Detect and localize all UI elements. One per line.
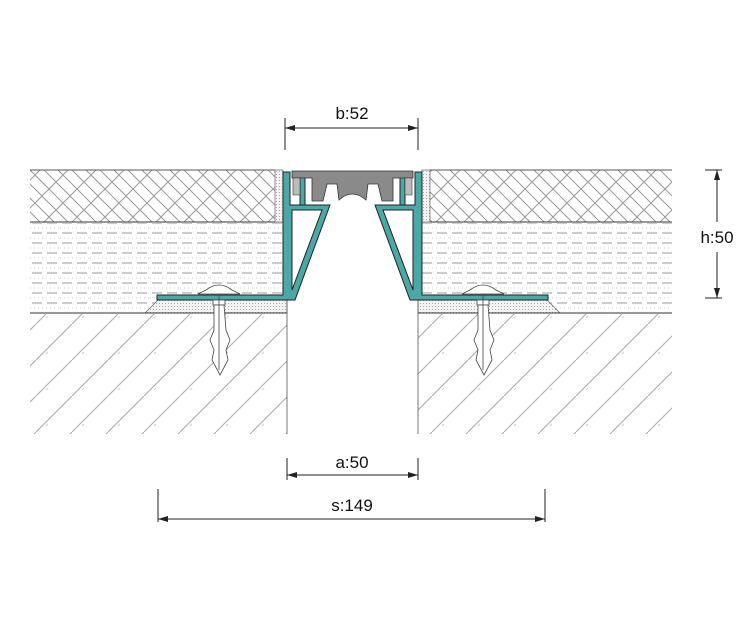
aluminium-profile-left: [156, 171, 331, 301]
aluminium-profile-right: [374, 171, 549, 301]
dimension-h-label: h:50: [700, 228, 733, 247]
dimension-s: [157, 489, 546, 522]
rubber-insert: [291, 170, 414, 202]
left-clip-detail: [292, 177, 301, 196]
dimension-a-label: a:50: [335, 453, 368, 472]
concrete-substrate: [30, 300, 672, 434]
dimension-h: [705, 169, 722, 299]
dimension-b: [284, 118, 419, 150]
dimension-a: [286, 458, 419, 480]
screw-anchor-left: [197, 284, 241, 376]
dimension-b-label: b:52: [335, 104, 368, 123]
screed-layer: [30, 223, 672, 314]
tile-layer: [30, 169, 672, 223]
dimension-s-label: s:149: [331, 496, 373, 515]
screw-anchor-right: [461, 284, 505, 376]
right-clip-detail: [404, 177, 413, 196]
